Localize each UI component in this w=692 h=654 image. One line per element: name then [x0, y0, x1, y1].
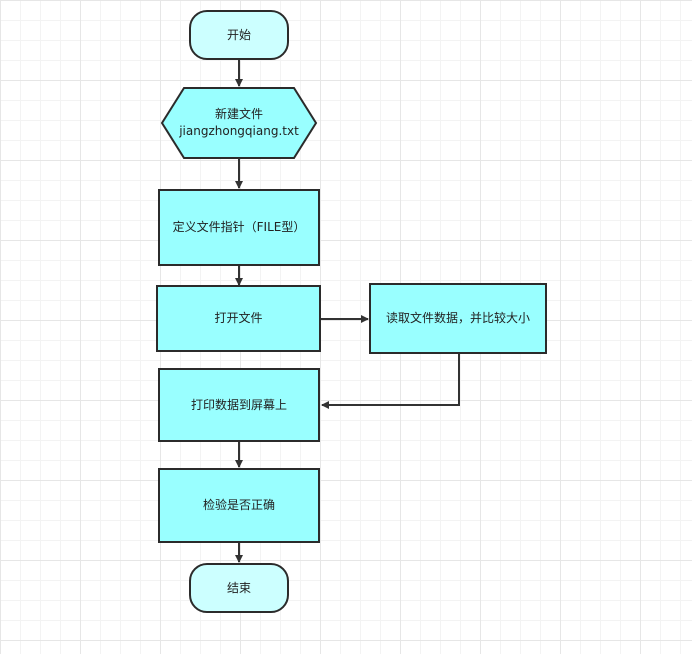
arrow-read-compare-to-print-data: [321, 354, 460, 409]
start-node[interactable]: 开始: [189, 10, 289, 60]
end-node[interactable]: 结束: [189, 563, 289, 613]
print-data-node[interactable]: 打印数据到屏幕上: [158, 368, 320, 442]
open-file-label: 打开文件: [214, 311, 263, 325]
verify-label: 检验是否正确: [202, 498, 275, 512]
read-compare-label: 读取文件数据，并比较大小: [385, 311, 530, 325]
create-file-hexagon[interactable]: [160, 87, 318, 159]
define-pointer-node[interactable]: 定义文件指针（FILE型）: [158, 189, 320, 266]
read-compare-node[interactable]: 读取文件数据，并比较大小: [369, 283, 547, 354]
start-label: 开始: [226, 27, 251, 42]
print-data-label: 打印数据到屏幕上: [190, 397, 287, 412]
end-label: 结束: [226, 580, 251, 595]
create-file-label: 新建文件 jiangzhongqiang.txt: [179, 107, 299, 138]
define-pointer-label: 定义文件指针（FILE型）: [172, 220, 306, 234]
verify-node[interactable]: 检验是否正确: [158, 468, 320, 543]
open-file-node[interactable]: 打开文件: [156, 285, 321, 352]
